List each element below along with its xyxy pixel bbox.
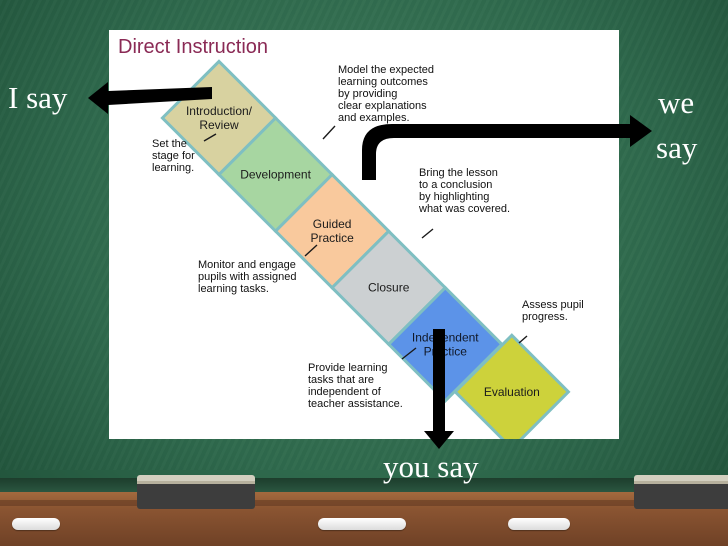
note-connectors <box>203 125 528 360</box>
stage-evaluation: Evaluation <box>453 333 571 439</box>
text-line: Independent <box>412 330 479 344</box>
chalk-stick-1 <box>12 518 60 530</box>
connector-monitor <box>304 244 318 257</box>
stage-introduction-review-label: Introduction/Review <box>186 104 253 132</box>
chalk-ledge-lip <box>0 500 728 506</box>
text-line: Development <box>240 168 311 182</box>
text-line: by highlighting <box>419 191 489 203</box>
we-say-label-line2: say <box>656 130 698 165</box>
text-line: pupils with assigned <box>198 271 296 283</box>
stage-evaluation-shape <box>453 333 571 439</box>
connector-provide <box>401 347 417 360</box>
i-say-arrow-icon <box>88 82 212 114</box>
text-line: Practice <box>310 231 354 245</box>
chalk-stick-2 <box>318 518 406 530</box>
text-line: what was covered. <box>418 203 510 215</box>
text-line: learning outcomes <box>338 76 428 88</box>
diagram-title: Direct Instruction <box>118 36 268 58</box>
i-say-label: I say <box>8 80 68 115</box>
text-line: Provide learning <box>308 362 388 374</box>
connector-assess <box>518 335 528 344</box>
text-line: clear explanations <box>338 100 427 112</box>
text-line: Review <box>199 118 239 132</box>
text-line: Set the <box>152 138 187 150</box>
text-line: teacher assistance. <box>308 398 403 410</box>
connector-set-stage <box>203 133 217 142</box>
text-line: to a conclusion <box>419 179 492 191</box>
text-line: Evaluation <box>484 385 540 399</box>
text-line: independent of <box>308 386 382 398</box>
text-line: Introduction/ <box>186 104 253 118</box>
connector-closure <box>421 228 434 239</box>
text-line: Bring the lesson <box>419 167 498 179</box>
you-say-arrow-icon <box>424 329 454 449</box>
connector-model <box>322 125 336 140</box>
stage-closure-label: Closure <box>368 281 410 295</box>
text-line: tasks that are <box>308 374 374 386</box>
direct-instruction-diagram: Direct Instruction Introduction/ReviewDe… <box>118 36 584 439</box>
text-line: Monitor and engage <box>198 259 296 271</box>
text-line: Closure <box>368 281 410 295</box>
stage-development-label: Development <box>240 168 311 182</box>
we-say-label-line1: we <box>658 85 695 120</box>
text-line: progress. <box>522 311 568 323</box>
we-say-arrow-icon <box>362 115 652 180</box>
text-line: Assess pupil <box>522 299 584 311</box>
text-line: learning. <box>152 162 194 174</box>
stage-evaluation-label: Evaluation <box>484 385 540 399</box>
text-line: and examples. <box>338 112 410 124</box>
eraser-right <box>634 475 728 509</box>
text-line: Guided <box>313 217 352 231</box>
eraser-left <box>137 475 255 509</box>
chalk-stick-3 <box>508 518 570 530</box>
text-line: learning tasks. <box>198 283 269 295</box>
you-say-label: you say <box>383 449 479 484</box>
text-line: Model the expected <box>338 64 434 76</box>
text-line: by providing <box>338 88 397 100</box>
text-line: stage for <box>152 150 195 162</box>
